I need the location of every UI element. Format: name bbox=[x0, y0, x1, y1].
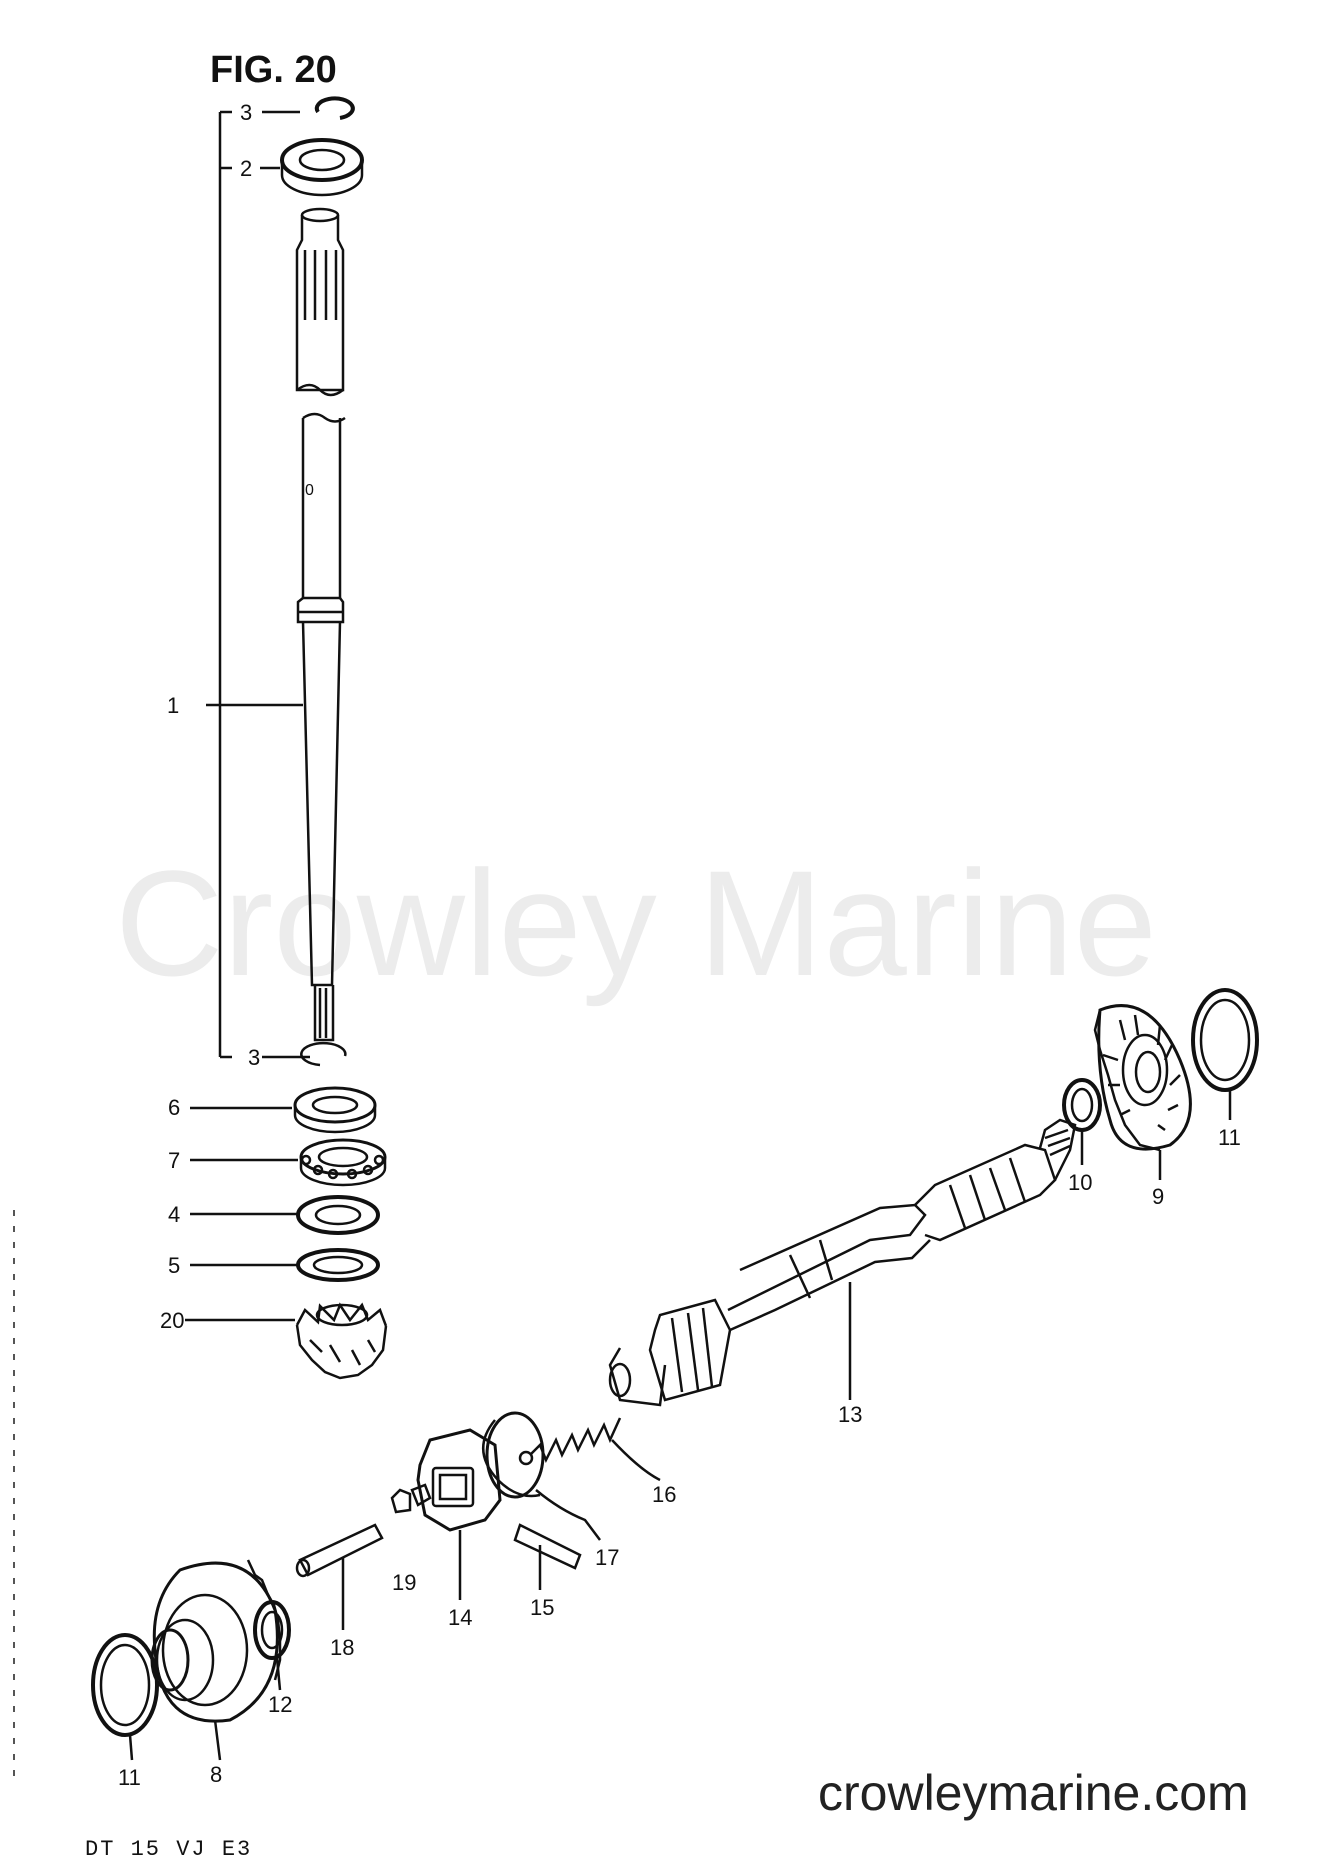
callout-11-left: 11 bbox=[118, 1765, 141, 1790]
callout-9: 9 bbox=[1152, 1184, 1164, 1209]
callout-19: 19 bbox=[392, 1570, 416, 1595]
callout-12: 12 bbox=[268, 1692, 292, 1717]
forward-gear bbox=[150, 1559, 282, 1761]
callout-3-bottom: 3 bbox=[248, 1045, 260, 1070]
retainer-disc bbox=[481, 1411, 601, 1541]
oil-seal bbox=[260, 138, 364, 197]
drive-shaft: 0 bbox=[206, 207, 346, 1042]
callout-11-right: 11 bbox=[1218, 1125, 1241, 1150]
clutch-pin bbox=[513, 1523, 582, 1590]
callout-1: 1 bbox=[167, 693, 179, 718]
callout-15: 15 bbox=[530, 1595, 554, 1620]
figure-title: FIG. 20 bbox=[210, 49, 337, 91]
watermark: Crowley Marine bbox=[115, 839, 1157, 1007]
retaining-pin bbox=[295, 1523, 384, 1630]
callout-6: 6 bbox=[168, 1095, 180, 1120]
spring bbox=[518, 1417, 661, 1482]
shim-10 bbox=[1062, 1078, 1102, 1165]
model-code: DT 15 VJ E3 bbox=[85, 1837, 252, 1862]
thrust-washer bbox=[190, 1086, 377, 1134]
callout-13: 13 bbox=[838, 1402, 862, 1427]
clutch-dog bbox=[410, 1428, 502, 1600]
detent-ball bbox=[390, 1488, 412, 1514]
callout-17: 17 bbox=[595, 1545, 619, 1570]
thrust-bearing bbox=[190, 1138, 387, 1187]
callout-2: 2 bbox=[240, 156, 252, 181]
bracket-line bbox=[218, 110, 232, 1059]
circlip-bottom bbox=[262, 1041, 347, 1067]
website-watermark: crowleymarine.com bbox=[818, 1765, 1249, 1821]
callout-labels: 3 2 1 3 6 7 4 5 20 13 10 9 11 16 17 14 1… bbox=[118, 100, 1241, 1790]
shim-5 bbox=[190, 1248, 380, 1282]
pinion-gear bbox=[185, 1302, 388, 1380]
callout-4: 4 bbox=[168, 1202, 180, 1227]
callout-10: 10 bbox=[1068, 1170, 1092, 1195]
propeller-shaft bbox=[608, 1118, 1077, 1407]
callout-20: 20 bbox=[160, 1308, 184, 1333]
svg-text:0: 0 bbox=[305, 482, 314, 499]
shim-11-left bbox=[91, 1633, 159, 1761]
shim-11-right bbox=[1191, 988, 1259, 1120]
callout-3-top: 3 bbox=[240, 100, 252, 125]
callout-14: 14 bbox=[448, 1605, 472, 1630]
callout-8: 8 bbox=[210, 1762, 222, 1787]
callout-16: 16 bbox=[652, 1482, 676, 1507]
callout-18: 18 bbox=[330, 1635, 354, 1660]
callout-7: 7 bbox=[168, 1148, 180, 1173]
reverse-gear bbox=[1093, 1004, 1192, 1180]
circlip-top bbox=[262, 96, 355, 120]
callout-5: 5 bbox=[168, 1253, 180, 1278]
washer-4 bbox=[190, 1195, 380, 1235]
